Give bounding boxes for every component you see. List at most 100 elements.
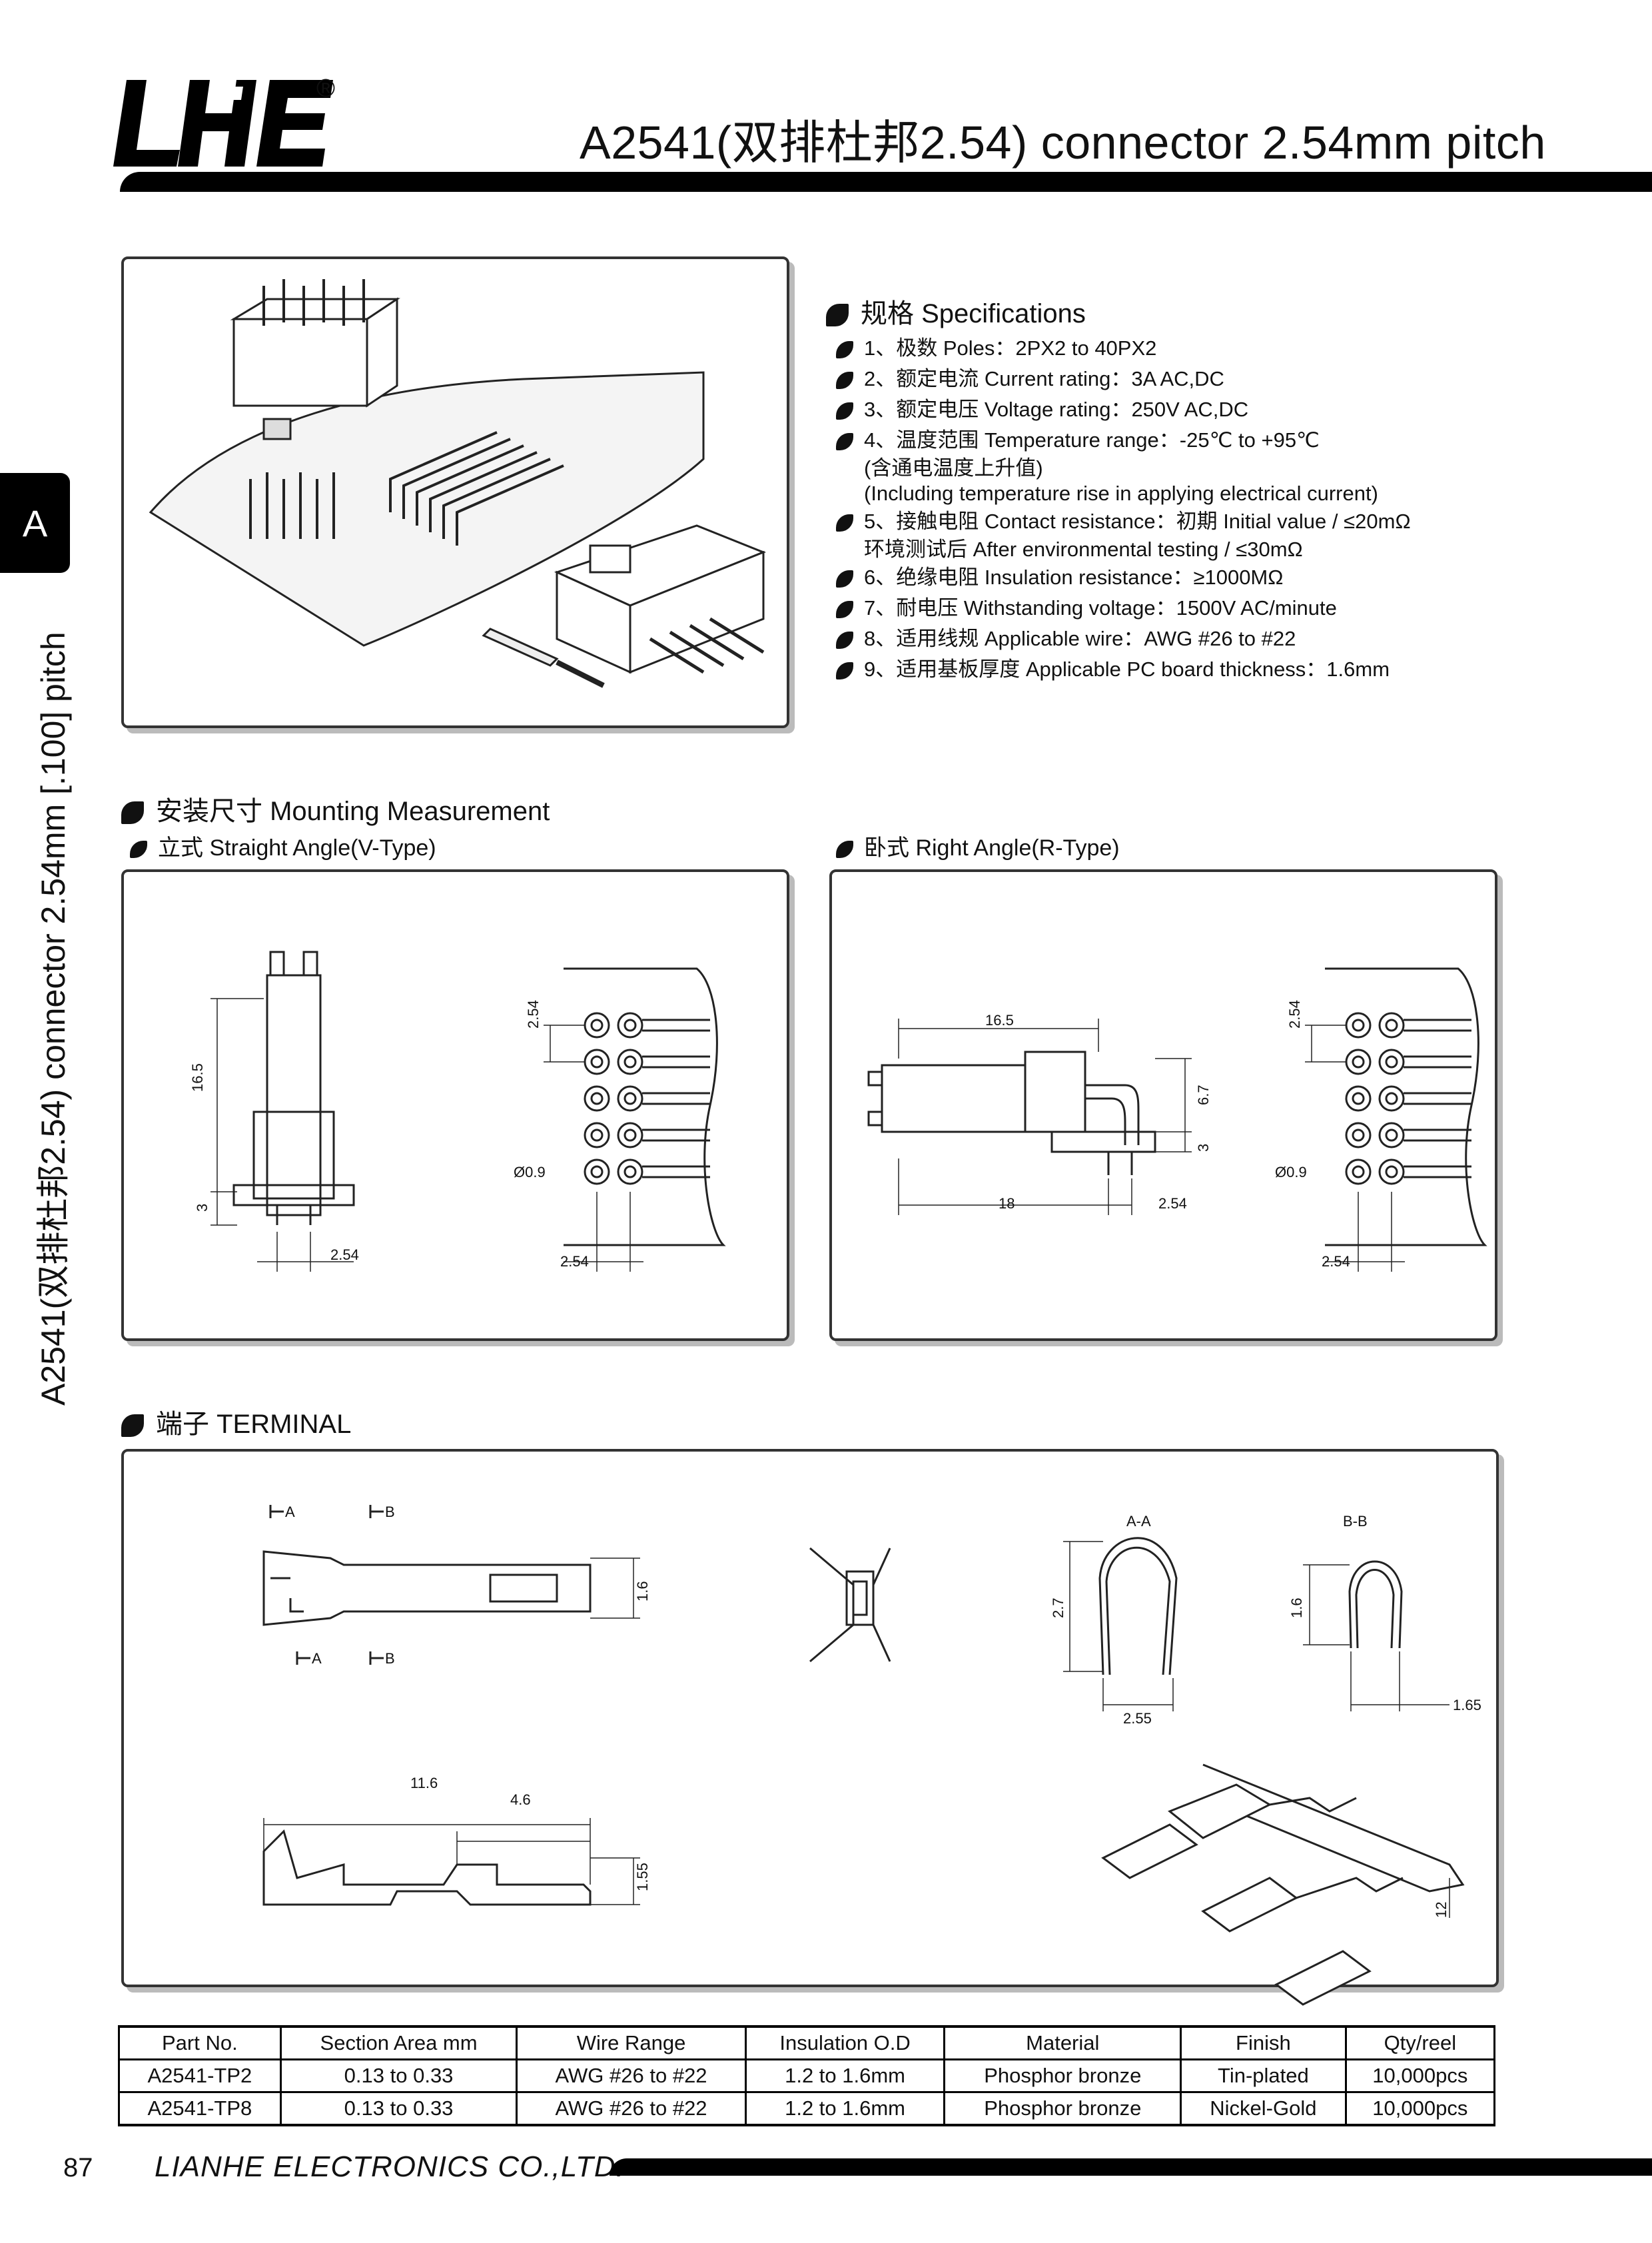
dim-v-pitch-top: 2.54: [525, 1000, 542, 1029]
pcb-hole: [590, 1092, 604, 1105]
right-angle-drawing-panel: 16.5 6.7 3 18 2.54 2.54 Ø0.9 2.54: [829, 869, 1497, 1341]
leaf-bullet-icon: [836, 371, 853, 389]
spec-item-text: 1、极数 Poles：2PX2 to 40PX2: [864, 336, 1157, 360]
dim-r-hole: Ø0.9: [1275, 1164, 1307, 1180]
mounting-heading: 安装尺寸 Mounting Measurement: [121, 789, 550, 828]
specifications-heading-text: 规格 Specifications: [861, 299, 1086, 328]
leaf-bullet-icon: [836, 631, 853, 649]
pcb-trace: [1404, 1092, 1471, 1105]
leaf-bullet-icon: [836, 662, 853, 679]
dim-v-pitch-bottom: 2.54: [330, 1246, 359, 1263]
dim-v-height: 16.5: [189, 1063, 206, 1092]
table-cell: 1.2 to 1.6mm: [744, 2091, 946, 2126]
spec-item: 1、极数 Poles：2PX2 to 40PX2: [836, 333, 1502, 364]
dim-r-len2: 18: [999, 1195, 1015, 1212]
table-cell: AWG #26 to #22: [516, 2091, 747, 2126]
spec-item-text: 7、耐电压 Withstanding voltage：1500V AC/minu…: [864, 596, 1337, 620]
pcb-hole: [590, 1165, 604, 1178]
dim-t-1-55: 1.55: [634, 1863, 651, 1891]
product-illustration-panel: [121, 256, 789, 728]
pcb-hole: [623, 1165, 637, 1178]
company-logo: [113, 77, 333, 170]
spec-item-continuation: (含通电温度上升值): [864, 456, 1043, 480]
section-tab: A: [0, 473, 70, 573]
pcb-hole: [590, 1128, 604, 1142]
table-cell: AWG #26 to #22: [516, 2058, 747, 2093]
dim-t-11-6: 11.6: [410, 1775, 438, 1791]
pcb-hole: [1352, 1092, 1365, 1105]
leaf-bullet-icon: [836, 600, 853, 618]
pcb-hole: [1352, 1165, 1365, 1178]
straight-angle-drawing: 16.5 3 2.54 2.54 Ø0.9 2.54: [189, 951, 726, 1272]
table-header-cell: Part No.: [118, 2025, 282, 2060]
pcb-hole: [623, 1019, 637, 1032]
spec-item-text: 8、适用线规 Applicable wire：AWG #26 to #22: [864, 627, 1296, 650]
spec-item: 6、绝缘电阻 Insulation resistance：≥1000MΩ: [836, 562, 1502, 593]
table-cell: 1.2 to 1.6mm: [744, 2058, 946, 2093]
table-cell: Phosphor bronze: [943, 2091, 1182, 2126]
spec-item-continuation: (Including temperature rise in applying …: [864, 482, 1378, 505]
table-header-cell: Section Area mm: [279, 2025, 518, 2060]
leaf-bullet-icon: [836, 514, 853, 532]
pcb-hole: [590, 1019, 604, 1032]
dim-r-pitch-pcb: 2.54: [1322, 1253, 1350, 1270]
terminal-heading-text: 端子 TERMINAL: [156, 1410, 352, 1439]
spec-item: 3、额定电压 Voltage rating：250V AC,DC: [836, 394, 1502, 425]
terminal-drawing-panel: A B A B A-A B-B 1.6 2.7 2.55 1.6 1.65 11…: [121, 1449, 1499, 2006]
dim-t-4-6: 4.6: [510, 1791, 531, 1808]
table-cell: 0.13 to 0.33: [279, 2058, 518, 2093]
specifications-heading: 规格 Specifications: [826, 292, 1086, 330]
pcb-hole: [1352, 1055, 1365, 1069]
dim-t-1-6b: 1.6: [1288, 1597, 1305, 1618]
table-header-cell: Insulation O.D: [744, 2025, 946, 2060]
table-cell: Nickel-Gold: [1180, 2091, 1347, 2126]
section-label-a-bottom: A: [312, 1650, 322, 1667]
spec-item-text: 3、额定电压 Voltage rating：250V AC,DC: [864, 398, 1249, 421]
leaf-bullet-icon: [121, 801, 144, 825]
page-title: A2541(双排杜邦2.54) connector 2.54mm pitch: [580, 117, 1546, 169]
terminal-drawing: A B A B A-A B-B 1.6 2.7 2.55 1.6 1.65 11…: [262, 1504, 1481, 2006]
pcb-trace: [642, 1092, 710, 1105]
leaf-bullet-icon: [836, 432, 853, 450]
spec-item: 2、额定电流 Current rating：3A AC,DC: [836, 364, 1502, 394]
spec-item: 4、温度范围 Temperature range：-25℃ to +95℃: [836, 425, 1502, 456]
registered-mark: ®: [316, 75, 335, 103]
section-label-bb: B-B: [1343, 1513, 1368, 1530]
table-header-cell: Wire Range: [516, 2025, 747, 2060]
leaf-bullet-icon: [121, 1414, 144, 1438]
pcb-hole: [1352, 1128, 1365, 1142]
dim-t-2-7: 2.7: [1050, 1597, 1066, 1618]
dim-v-hole: Ø0.9: [514, 1164, 546, 1180]
dim-v-pitch-pcb: 2.54: [560, 1253, 589, 1270]
section-label-aa: A-A: [1126, 1513, 1151, 1530]
section-label-b-bottom: B: [385, 1650, 395, 1667]
right-angle-heading: 卧式 Right Angle(R-Type): [836, 829, 1120, 862]
pcb-hole: [1385, 1128, 1398, 1142]
dim-r-base: 3: [1195, 1144, 1212, 1152]
company-name: LIANHE ELECTRONICS CO.,LTD.: [155, 2150, 625, 2183]
pcb-hole: [623, 1055, 637, 1069]
straight-angle-drawing-panel: 16.5 3 2.54 2.54 Ø0.9 2.54: [121, 869, 789, 1341]
spec-item-text: 4、温度范围 Temperature range：-25℃ to +95℃: [864, 428, 1320, 452]
pcb-trace: [1404, 1019, 1471, 1032]
dim-r-height: 6.7: [1195, 1085, 1212, 1105]
pcb-hole: [1385, 1019, 1398, 1032]
spec-item: 7、耐电压 Withstanding voltage：1500V AC/minu…: [836, 593, 1502, 624]
leaf-bullet-icon: [836, 340, 853, 358]
spec-item-text: 9、适用基板厚度 Applicable PC board thickness：1…: [864, 658, 1390, 681]
pcb-trace: [642, 1165, 710, 1178]
pcb-trace: [642, 1055, 710, 1069]
table-header-cell: Material: [943, 2025, 1182, 2060]
table-cell: 10,000pcs: [1344, 2058, 1496, 2093]
terminal-heading: 端子 TERMINAL: [121, 1402, 351, 1441]
side-vertical-title: A2541(双排杜邦2.54) connector 2.54mm [.100] …: [35, 632, 72, 1406]
leaf-bullet-icon: [130, 841, 147, 859]
straight-angle-heading: 立式 Straight Angle(V-Type): [130, 829, 436, 862]
spec-item: 5、接触电阻 Contact resistance：初期 Initial val…: [836, 506, 1502, 537]
pcb-hole: [1385, 1092, 1398, 1105]
